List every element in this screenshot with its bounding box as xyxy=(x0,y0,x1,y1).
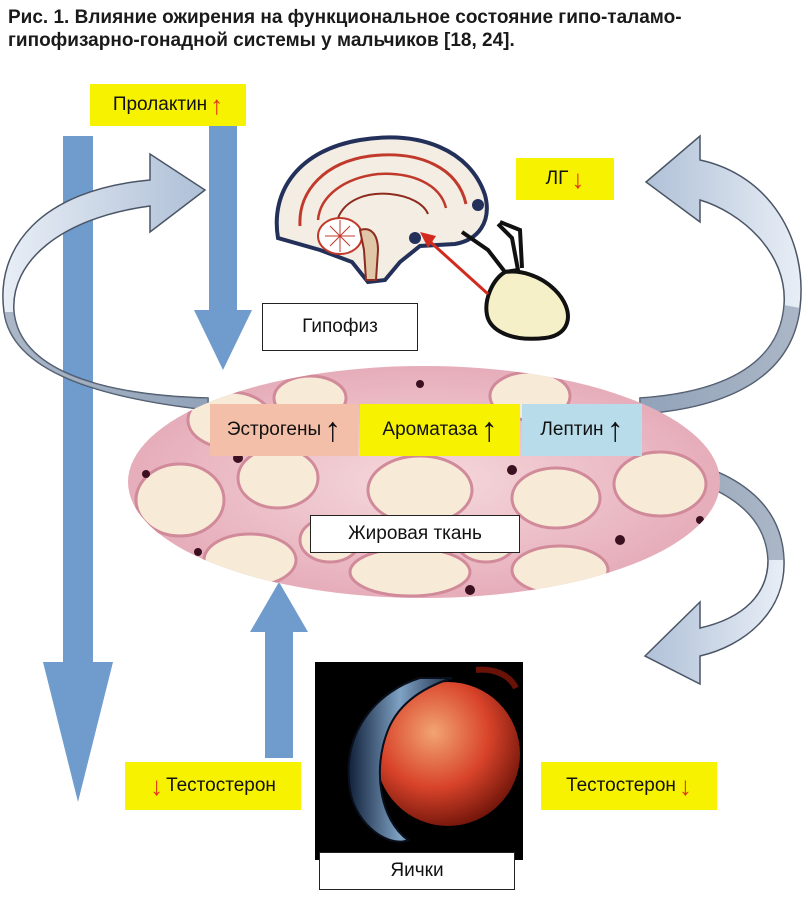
aromatase-increase-arrow-icon: ↑ xyxy=(480,411,498,449)
testosterone-left-label: Тестостерон xyxy=(166,775,276,796)
prolactin-increase-arrow-icon: ↑ xyxy=(210,90,224,120)
adipose-tissue-label: Жировая ткань xyxy=(348,523,482,544)
lh-label: ЛГ xyxy=(545,168,569,189)
prolactin-down-arrow xyxy=(194,126,252,370)
brain-illustration xyxy=(274,135,489,285)
testosterone-right-label: Тестостерон xyxy=(566,775,676,796)
testes-box: Яички xyxy=(319,852,515,890)
testosterone-left-decrease-arrow-icon: ↓ xyxy=(150,771,164,801)
testes-image xyxy=(315,662,523,860)
adipose-tissue-box: Жировая ткань xyxy=(310,515,520,553)
testosterone-right-box: Тестостерон ↓ xyxy=(541,762,717,810)
testes-label: Яички xyxy=(390,860,444,881)
leptin-box: Лептин ↑ xyxy=(522,404,642,456)
pituitary-box: Гипофиз xyxy=(262,303,418,351)
lh-box: ЛГ ↓ xyxy=(516,158,614,200)
estrogens-increase-arrow-icon: ↑ xyxy=(324,411,342,449)
testosterone-up-arrow xyxy=(250,582,308,758)
right-curved-arrow xyxy=(639,134,802,415)
prolactin-label: Пролактин xyxy=(112,94,208,115)
estrogens-box: Эстрогены ↑ xyxy=(210,404,358,456)
leptin-label: Лептин xyxy=(540,419,604,440)
leptin-increase-arrow-icon: ↑ xyxy=(606,411,624,449)
pituitary-drawing xyxy=(420,220,570,341)
pituitary-label: Гипофиз xyxy=(302,316,378,337)
adipose-tissue-ellipse xyxy=(128,366,720,598)
testosterone-right-decrease-arrow-icon: ↓ xyxy=(678,771,692,801)
testosterone-left-box: ↓ Тестостерон xyxy=(125,762,301,810)
left-curved-arrow xyxy=(2,152,209,411)
prolactin-box: Пролактин ↑ xyxy=(90,84,246,126)
figure-caption: Рис. 1. Влияние ожирения на функциональн… xyxy=(8,7,682,51)
aromatase-label: Ароматаза xyxy=(382,419,478,440)
estrogens-label: Эстрогены xyxy=(226,419,322,440)
aromatase-box: Ароматаза ↑ xyxy=(360,404,520,456)
lh-decrease-arrow-icon: ↓ xyxy=(571,164,585,194)
